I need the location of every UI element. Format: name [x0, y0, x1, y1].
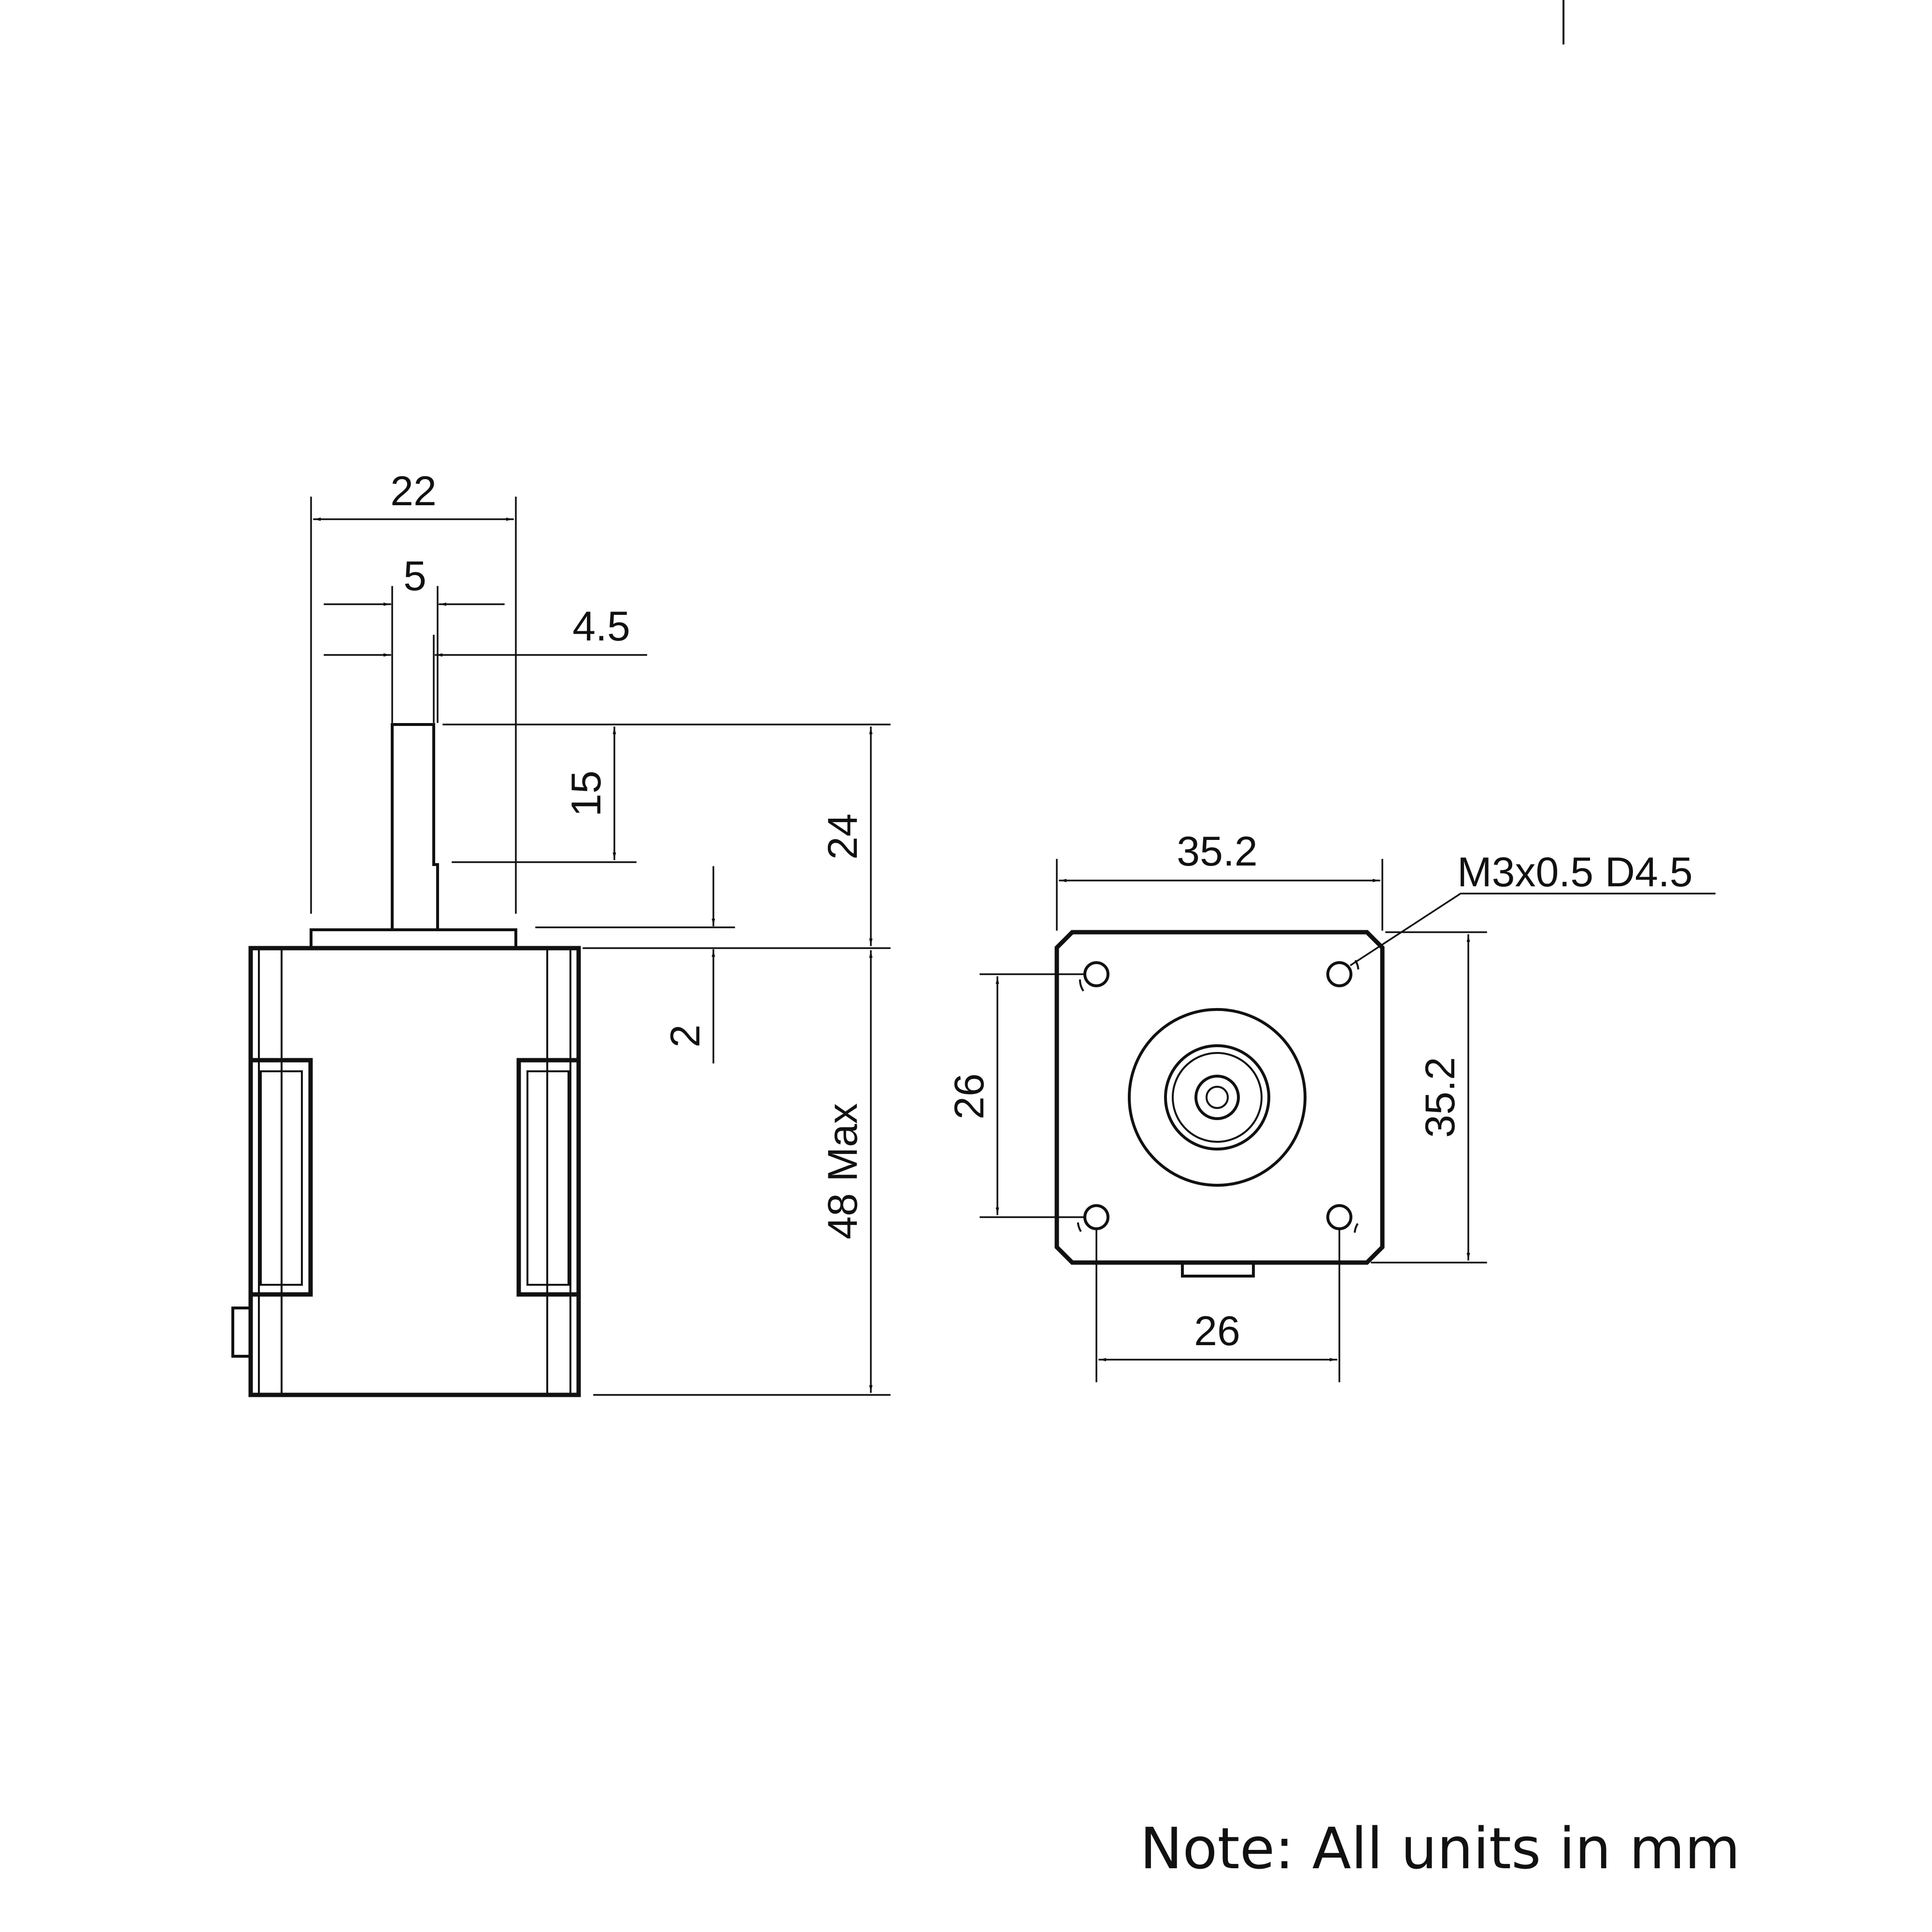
mount-hole-top-left [1083, 961, 1109, 987]
body-right-recess-inner [526, 1070, 569, 1286]
dim-face-width-label: 35.2 [1177, 828, 1257, 875]
mount-hole-bottom-left [1083, 1204, 1109, 1230]
shaft-center-circle [1206, 1086, 1229, 1109]
body-left-recess-inner [260, 1070, 303, 1286]
dim-2-label: 2 [662, 1024, 709, 1048]
boss-outline [310, 928, 517, 950]
front-view [1054, 930, 1385, 1278]
dim-hole-vertical-label: 26 [946, 1073, 993, 1120]
shaft-outline [391, 723, 439, 931]
face-outline [1054, 930, 1385, 1265]
shaft-circle [1194, 1075, 1240, 1120]
dim-face-height-label: 35.2 [1417, 1057, 1463, 1137]
dim-22-label: 22 [390, 468, 437, 514]
mount-hole-top-right [1326, 961, 1352, 987]
front-view-dimensions: 35.2 M3x0.5 D4.5 35.2 26 26 [946, 828, 1716, 1382]
dim-24-label: 24 [820, 813, 866, 860]
dim-5-label: 5 [403, 553, 426, 599]
dim-hole-horizontal-label: 26 [1194, 1308, 1240, 1354]
thread-callout-leader [1350, 893, 1716, 966]
dim-15-label: 15 [563, 770, 610, 817]
dim-48-label: 48 Max [820, 1103, 866, 1239]
thread-callout-label: M3x0.5 D4.5 [1457, 849, 1693, 895]
dim-4-5-label: 4.5 [572, 603, 630, 650]
hub-outer-circle [1164, 1044, 1270, 1151]
body-outline [248, 946, 581, 1397]
hub-inner-circle [1172, 1052, 1263, 1143]
units-note: Note: All units in mm [1140, 1815, 1740, 1882]
mount-hole-bottom-right [1326, 1204, 1352, 1230]
pilot-circle [1128, 1008, 1307, 1187]
side-view [231, 723, 581, 1397]
side-view-dimensions: 22 5 4.5 15 24 2 48 Max [310, 468, 891, 1396]
connector-bottom [1181, 1261, 1255, 1278]
body-left-recess [248, 1058, 313, 1297]
body-right-recess [516, 1058, 581, 1297]
connector-tab [231, 1307, 252, 1358]
